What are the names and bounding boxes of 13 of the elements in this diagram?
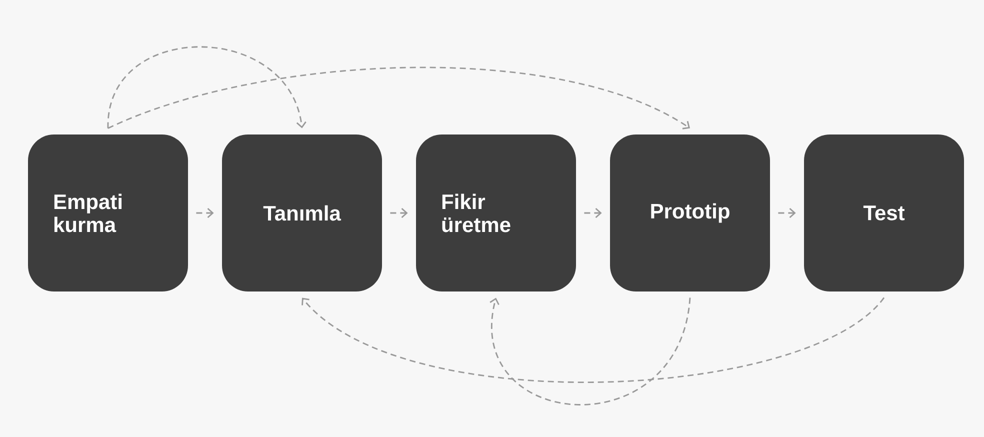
process-box: Tanımla	[222, 134, 382, 292]
process-box: Prototip	[610, 134, 770, 292]
arrow	[108, 66, 690, 130]
process-box: Test	[804, 134, 964, 292]
arrow	[196, 208, 214, 218]
arrow	[778, 208, 796, 218]
arrow	[302, 297, 884, 383]
arrow	[107, 46, 306, 128]
arrow	[490, 298, 691, 406]
arrow	[390, 208, 408, 218]
arrow	[584, 208, 602, 218]
process-box: Empati kurma	[28, 134, 188, 292]
process-box: Fikir üretme	[416, 134, 576, 292]
